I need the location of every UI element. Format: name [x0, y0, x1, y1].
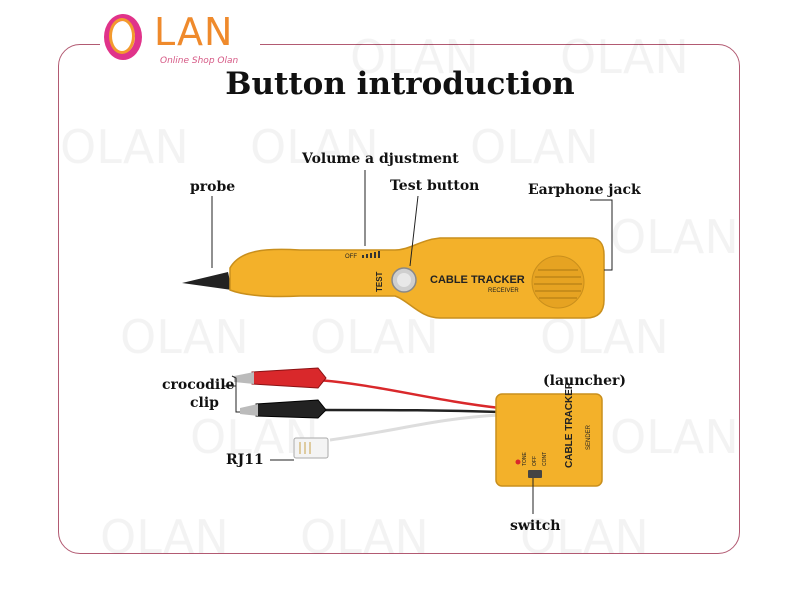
watermark: OLAN	[100, 510, 229, 564]
watermark: OLAN	[540, 310, 669, 364]
label-crocodile: crocodile	[162, 377, 235, 393]
watermark: OLAN	[610, 410, 739, 464]
logo-tagline: Online Shop Olan	[160, 56, 239, 66]
watermark: OLAN	[470, 120, 599, 174]
label-launcher: (launcher)	[543, 373, 626, 389]
label-probe: probe	[190, 179, 236, 195]
label-clip: clip	[190, 395, 219, 411]
cont-print: CONT	[542, 452, 548, 466]
grille-slots	[534, 269, 582, 299]
label-volume: Volume a djustment	[302, 151, 459, 167]
watermark: OLAN	[310, 310, 439, 364]
watermark: OLAN	[350, 30, 479, 84]
black-clip	[255, 399, 327, 419]
watermark: OLAN	[610, 210, 739, 264]
label-earphone-jack: Earphone jack	[528, 182, 641, 198]
red-clip	[251, 367, 327, 389]
off-print: OFF	[532, 456, 538, 466]
watermark: OLAN	[120, 310, 249, 364]
red-clip-jaw	[234, 372, 254, 384]
logo-ring-icon	[104, 14, 142, 60]
white-wire	[329, 413, 501, 442]
rj11-contacts	[299, 442, 311, 454]
logo-wordmark: LAN	[154, 10, 234, 54]
probe-tip	[182, 272, 232, 290]
sender-box	[495, 393, 603, 487]
watermark: OLAN	[560, 30, 689, 84]
content-frame	[58, 44, 740, 554]
brand-logo: LAN Online Shop Olan	[100, 10, 260, 72]
label-test-button: Test button	[390, 178, 480, 194]
label-rj11: RJ11	[226, 452, 264, 468]
watermark: OLAN	[520, 510, 649, 564]
rj11-plug	[293, 437, 329, 459]
receiver-body	[229, 237, 605, 319]
logo-inner-ring-icon	[109, 18, 135, 54]
mode-switch[interactable]	[528, 470, 542, 478]
tone-print: TONE	[522, 452, 528, 466]
test-button-cap	[397, 273, 411, 287]
volume-scale	[362, 251, 380, 258]
volume-off-label: OFF	[345, 254, 357, 260]
test-print: TEST	[375, 271, 384, 292]
watermark: OLAN	[250, 120, 379, 174]
page-title: Button introduction	[225, 66, 575, 102]
receiver-brand-print: CABLE TRACKER	[430, 274, 525, 286]
black-wire	[317, 408, 501, 414]
tone-led-icon	[515, 459, 521, 465]
speaker-grille-icon	[531, 255, 585, 309]
sender-brand-print: CABLE TRACKER	[564, 381, 575, 468]
receiver-model-print: RECEIVER	[488, 288, 519, 294]
black-clip-jaw	[240, 404, 258, 416]
red-wire	[317, 378, 501, 410]
label-switch: switch	[510, 518, 561, 534]
callout-lines	[211, 170, 613, 514]
watermark: OLAN	[300, 510, 429, 564]
watermark: OLAN	[60, 120, 189, 174]
sender-model-print: SENDER	[586, 424, 592, 450]
